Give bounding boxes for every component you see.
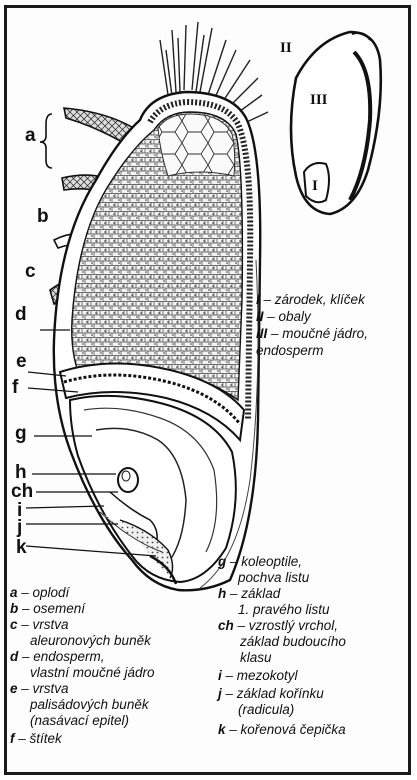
legend-right-item: pochva listu [238,570,309,587]
legend-left-item: b – osemení [10,601,85,618]
endosperm-top-cells [158,114,235,176]
inset-legend: I – zárodek, klíček II – obaly III – mou… [256,291,406,359]
legend-right-item: k – kořenová čepička [218,722,346,739]
legend-right-item: 1. pravého listu [238,602,330,619]
inset-grain [291,32,381,214]
legend-right-item: i – mezokotyl [218,668,298,685]
legend-left-item: c – vrstva [10,617,69,634]
label-g: g [15,424,27,443]
label-d: d [15,305,27,324]
legend-right-item: (radicula) [238,702,294,719]
label-c: c [25,262,36,281]
label-k: k [16,538,27,557]
legend-right-item: klasu [240,650,272,667]
inset-legend-line: endosperm [256,342,406,359]
legend-left-item: f – štítek [10,731,62,748]
label-j: j [17,518,22,537]
legend-left-item: d – endosperm, [10,649,105,666]
legend-right-item: h – základ [218,586,280,603]
legend-left-item: aleuronových buněk [30,633,151,650]
legend-right-item: g – koleoptile, [218,554,302,571]
label-h: h [15,463,27,482]
label-II: II [280,40,292,57]
brace-a [40,114,52,168]
label-f: f [12,378,18,397]
label-b: b [37,207,49,226]
legend-right-item: ch – vzrostlý vrchol, [218,618,338,635]
legend-left-item: palisádových buněk [30,697,149,714]
legend-left-item: vlastní moučné jádro [30,665,155,682]
label-III: III [310,92,328,109]
legend-right-item: j – základ kořínku [218,686,324,703]
inset-legend-line: III – moučné jádro, [256,325,406,342]
label-a: a [25,126,36,145]
legend-left-item: e – vrstva [10,681,69,698]
legend-left-item: a – oplodí [10,585,69,602]
label-I: I [312,178,318,195]
inset-legend-line: I – zárodek, klíček [256,291,406,308]
legend-left-item: (nasávací epitel) [30,713,129,730]
inset-legend-line: II – obaly [256,308,406,325]
label-ch: ch [11,482,33,501]
label-e: e [16,352,27,371]
legend-right-item: základ budoucího [240,634,346,651]
